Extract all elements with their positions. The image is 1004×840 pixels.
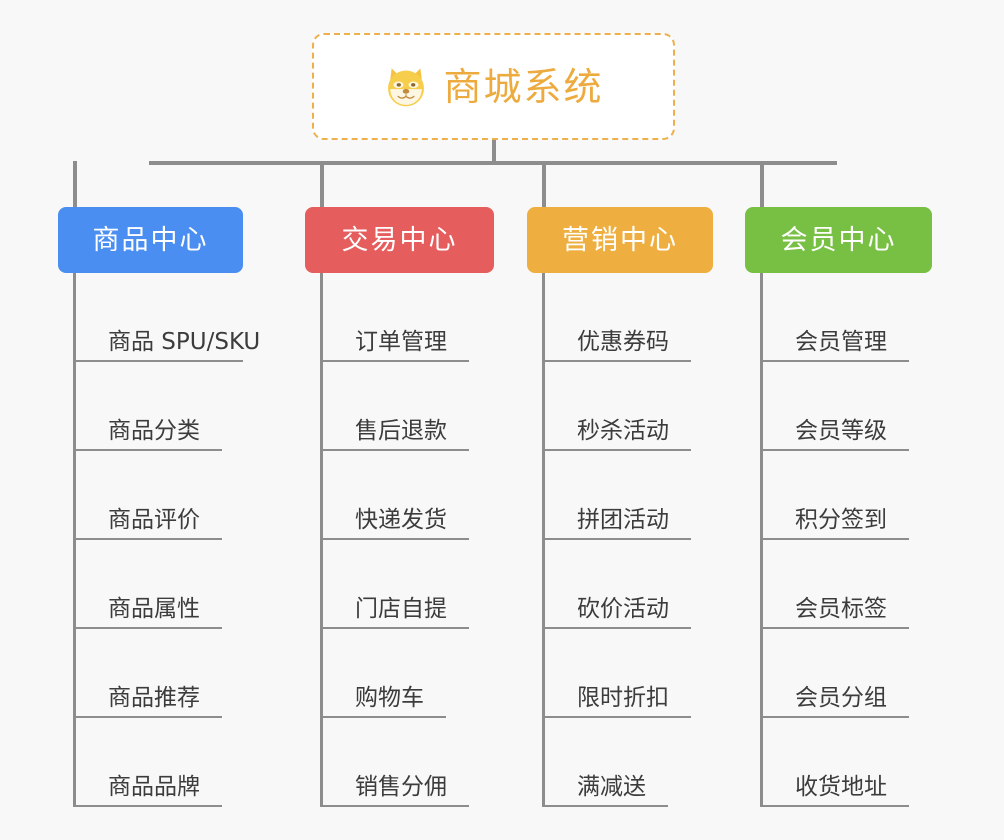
leaf-underline: 订单管理	[323, 331, 469, 362]
leaf-underline: 满减送	[545, 776, 668, 807]
leaf-item[interactable]: 订单管理	[323, 273, 494, 362]
connector-drop-0	[73, 161, 77, 207]
leaf-item[interactable]: 满减送	[545, 718, 713, 807]
leaf-list-2: 优惠券码秒杀活动拼团活动砍价活动限时折扣满减送	[542, 273, 713, 807]
leaf-label: 快递发货	[355, 507, 447, 533]
leaf-underline: 快递发货	[323, 509, 469, 540]
leaf-item[interactable]: 商品品牌	[76, 718, 243, 807]
leaf-label: 秒杀活动	[577, 418, 669, 444]
leaf-label: 商品品牌	[108, 774, 200, 800]
leaf-label: 商品评价	[108, 507, 200, 533]
leaf-underline: 商品属性	[76, 598, 222, 629]
leaf-item[interactable]: 会员管理	[763, 273, 932, 362]
connector-drop-1	[320, 161, 324, 207]
leaf-item[interactable]: 商品推荐	[76, 629, 243, 718]
leaf-label: 收货地址	[795, 774, 887, 800]
category-label-0: 商品中心	[92, 224, 209, 256]
leaf-item[interactable]: 购物车	[323, 629, 494, 718]
leaf-label: 会员管理	[795, 329, 887, 355]
root-node[interactable]: 商城系统	[312, 33, 675, 140]
leaf-underline: 会员管理	[763, 331, 909, 362]
leaf-underline: 砍价活动	[545, 598, 691, 629]
leaf-underline: 限时折扣	[545, 687, 691, 718]
leaf-label: 订单管理	[355, 329, 447, 355]
leaf-underline: 售后退款	[323, 420, 469, 451]
leaf-underline: 商品分类	[76, 420, 222, 451]
leaf-list-0: 商品 SPU/SKU 商品分类商品评价商品属性商品推荐商品品牌	[73, 273, 260, 807]
leaf-item[interactable]: 会员标签	[763, 540, 932, 629]
leaf-item[interactable]: 优惠券码	[545, 273, 713, 362]
leaf-underline: 会员分组	[763, 687, 909, 718]
leaf-item[interactable]: 砍价活动	[545, 540, 713, 629]
leaf-underline: 商品推荐	[76, 687, 222, 718]
leaf-underline: 会员标签	[763, 598, 909, 629]
leaf-label: 门店自提	[355, 596, 447, 622]
leaf-label: 会员标签	[795, 596, 887, 622]
leaf-label: 积分签到	[795, 507, 887, 533]
leaf-item[interactable]: 商品分类	[76, 362, 243, 451]
category-column-2: 营销中心优惠券码秒杀活动拼团活动砍价活动限时折扣满减送	[527, 207, 713, 807]
leaf-item[interactable]: 秒杀活动	[545, 362, 713, 451]
leaf-underline: 销售分佣	[323, 776, 469, 807]
category-card-1[interactable]: 交易中心	[305, 207, 494, 273]
leaf-item[interactable]: 收货地址	[763, 718, 932, 807]
leaf-item[interactable]: 商品 SPU/SKU	[76, 273, 260, 362]
leaf-label: 优惠券码	[577, 329, 669, 355]
leaf-label: 商品推荐	[108, 685, 200, 711]
leaf-label: 售后退款	[355, 418, 447, 444]
leaf-label: 会员分组	[795, 685, 887, 711]
connector-root-stem	[492, 140, 496, 163]
leaf-underline: 积分签到	[763, 509, 909, 540]
category-card-3[interactable]: 会员中心	[745, 207, 932, 273]
category-label-1: 交易中心	[341, 224, 458, 256]
leaf-label: 会员等级	[795, 418, 887, 444]
leaf-underline: 商品评价	[76, 509, 222, 540]
leaf-underline: 优惠券码	[545, 331, 691, 362]
leaf-underline: 门店自提	[323, 598, 469, 629]
leaf-list-1: 订单管理售后退款快递发货门店自提购物车销售分佣	[320, 273, 494, 807]
leaf-underline: 商品 SPU/SKU	[76, 331, 260, 362]
category-column-0: 商品中心商品 SPU/SKU 商品分类商品评价商品属性商品推荐商品品牌	[58, 207, 260, 807]
leaf-underline: 商品品牌	[76, 776, 222, 807]
leaf-item[interactable]: 售后退款	[323, 362, 494, 451]
leaf-label: 商品分类	[108, 418, 200, 444]
leaf-item[interactable]: 会员分组	[763, 629, 932, 718]
leaf-item[interactable]: 快递发货	[323, 451, 494, 540]
leaf-item[interactable]: 商品属性	[76, 540, 243, 629]
leaf-label: 拼团活动	[577, 507, 669, 533]
category-label-2: 营销中心	[562, 224, 678, 256]
leaf-label: 限时折扣	[577, 685, 669, 711]
category-label-3: 会员中心	[780, 224, 897, 256]
leaf-list-3: 会员管理会员等级积分签到会员标签会员分组收货地址	[760, 273, 932, 807]
leaf-item[interactable]: 会员等级	[763, 362, 932, 451]
category-column-3: 会员中心会员管理会员等级积分签到会员标签会员分组收货地址	[745, 207, 932, 807]
leaf-item[interactable]: 限时折扣	[545, 629, 713, 718]
leaf-item[interactable]: 门店自提	[323, 540, 494, 629]
leaf-label: 满减送	[577, 774, 646, 800]
leaf-underline: 拼团活动	[545, 509, 691, 540]
leaf-label: 购物车	[355, 685, 424, 711]
leaf-label: 商品 SPU/SKU	[108, 329, 261, 355]
category-column-1: 交易中心订单管理售后退款快递发货门店自提购物车销售分佣	[305, 207, 494, 807]
leaf-label: 砍价活动	[577, 596, 669, 622]
leaf-underline: 收货地址	[763, 776, 909, 807]
category-card-0[interactable]: 商品中心	[58, 207, 243, 273]
dog-face-icon	[388, 67, 425, 106]
connector-drop-3	[760, 161, 764, 207]
leaf-underline: 购物车	[323, 687, 446, 718]
category-card-2[interactable]: 营销中心	[527, 207, 713, 273]
leaf-underline: 会员等级	[763, 420, 909, 451]
root-title: 商城系统	[443, 64, 604, 109]
connector-horizontal-bus	[149, 161, 837, 165]
leaf-item[interactable]: 商品评价	[76, 451, 243, 540]
leaf-label: 销售分佣	[355, 774, 447, 800]
leaf-label: 商品属性	[108, 596, 200, 622]
leaf-item[interactable]: 拼团活动	[545, 451, 713, 540]
leaf-item[interactable]: 积分签到	[763, 451, 932, 540]
leaf-item[interactable]: 销售分佣	[323, 718, 494, 807]
leaf-underline: 秒杀活动	[545, 420, 691, 451]
connector-drop-2	[542, 161, 546, 207]
